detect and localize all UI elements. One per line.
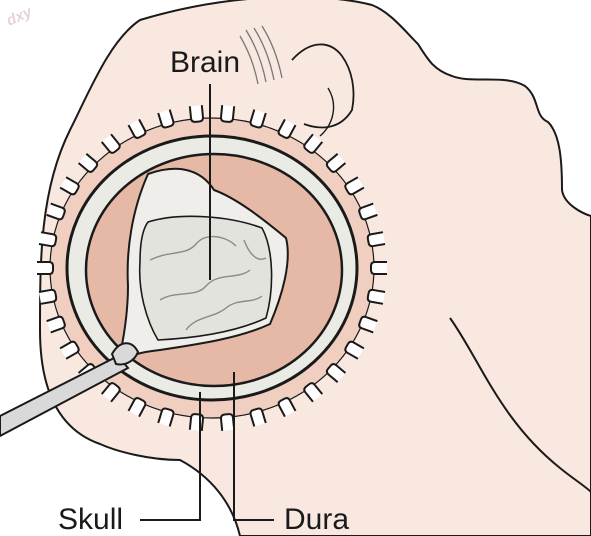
brain-gyri <box>149 236 267 331</box>
scalp-clip <box>127 397 147 418</box>
skull-leader <box>140 392 201 521</box>
scalp-clip <box>100 382 121 403</box>
scalp-clip <box>157 109 175 129</box>
scalp-clip <box>46 202 66 221</box>
scalp-clip <box>46 315 66 334</box>
retractor-tip <box>110 342 140 366</box>
skull-label: Skull <box>58 503 124 536</box>
scalp-clip <box>344 176 365 196</box>
scalp-clip <box>37 261 54 275</box>
leader-lines <box>140 84 274 521</box>
scalp-clip <box>38 288 58 305</box>
scalp-clip <box>366 288 386 305</box>
nose-line <box>319 87 335 137</box>
eye-crease <box>291 43 355 129</box>
scalp-clip <box>127 118 147 139</box>
brain-label: Brain <box>170 46 241 79</box>
scalp-clip <box>100 133 121 154</box>
scalp-clip <box>325 363 347 383</box>
scalp-clip <box>325 153 347 173</box>
scalp-clip <box>366 231 386 248</box>
dura-label: Dura <box>284 503 350 536</box>
retractor <box>0 354 130 438</box>
scalp-clip <box>157 407 175 427</box>
scalp-clip <box>220 413 236 431</box>
dura-leader <box>233 372 274 521</box>
scalp-clip <box>277 397 297 418</box>
scalp-clip <box>188 105 204 123</box>
scalp-clip <box>303 133 324 154</box>
scalp-clip <box>358 315 378 334</box>
scalp-clip <box>38 231 58 248</box>
scalp-clip <box>344 340 365 360</box>
scalp-clip <box>277 118 297 139</box>
scalp-clip <box>59 340 80 360</box>
scalp-clip <box>249 407 267 427</box>
scalp-clip <box>358 202 378 221</box>
scalp-clip <box>249 109 267 129</box>
exposed-brain <box>138 215 273 341</box>
scalp-clip <box>59 176 80 196</box>
scalp-clip <box>77 153 99 173</box>
scalp-clip <box>370 261 387 275</box>
scalp-clip <box>303 382 324 403</box>
scalp-clip <box>220 105 236 123</box>
scalp-clip <box>188 413 204 431</box>
ear-outline <box>449 317 591 493</box>
forehead-lines <box>239 25 283 85</box>
